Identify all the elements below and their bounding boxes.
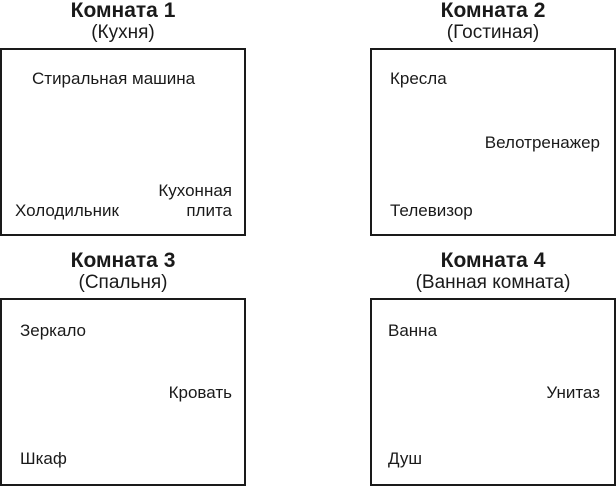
room-2-box: Кресла Велотренажер Телевизор (370, 48, 616, 236)
room-3: Комната 3 (Спальня) Зеркало Кровать Шкаф (0, 249, 246, 486)
item-washing-machine: Стиральная машина (32, 69, 196, 88)
item-refrigerator: Холодильник (15, 201, 119, 220)
room-2: Комната 2 (Гостиная) Кресла Велотренажер… (370, 0, 616, 236)
room-3-subtitle: (Спальня) (78, 272, 168, 293)
item-armchairs: Кресла (390, 69, 447, 88)
item-tv: Телевизор (390, 201, 473, 220)
item-mirror: Зеркало (20, 321, 87, 340)
room-1-box: Стиральная машина Холодильник Кухонная п… (0, 48, 246, 236)
item-exercise-bike: Велотренажер (484, 133, 600, 152)
room-4-subtitle: (Ванная комната) (415, 272, 571, 293)
item-bathtub: Ванна (388, 321, 438, 340)
room-4-title: Комната 4 (440, 249, 546, 272)
item-wardrobe: Шкаф (20, 449, 67, 468)
room-2-title: Комната 2 (440, 0, 546, 22)
room-2-subtitle: (Гостиная) (446, 22, 540, 43)
room-1-title: Комната 1 (70, 0, 176, 22)
room-4: Комната 4 (Ванная комната) Ванна Унитаз … (370, 249, 616, 486)
item-stove-line-2: плита (186, 201, 232, 220)
room-1: Комната 1 (Кухня) Стиральная машина Холо… (0, 0, 246, 236)
item-shower: Душ (388, 449, 423, 468)
room-1-subtitle: (Кухня) (91, 22, 155, 43)
room-3-title: Комната 3 (70, 249, 176, 272)
item-toilet: Унитаз (546, 383, 600, 402)
item-stove-line-1: Кухонная (158, 181, 232, 200)
room-3-box: Зеркало Кровать Шкаф (0, 298, 246, 486)
item-bed: Кровать (168, 383, 232, 402)
room-4-box: Ванна Унитаз Душ (370, 298, 616, 486)
